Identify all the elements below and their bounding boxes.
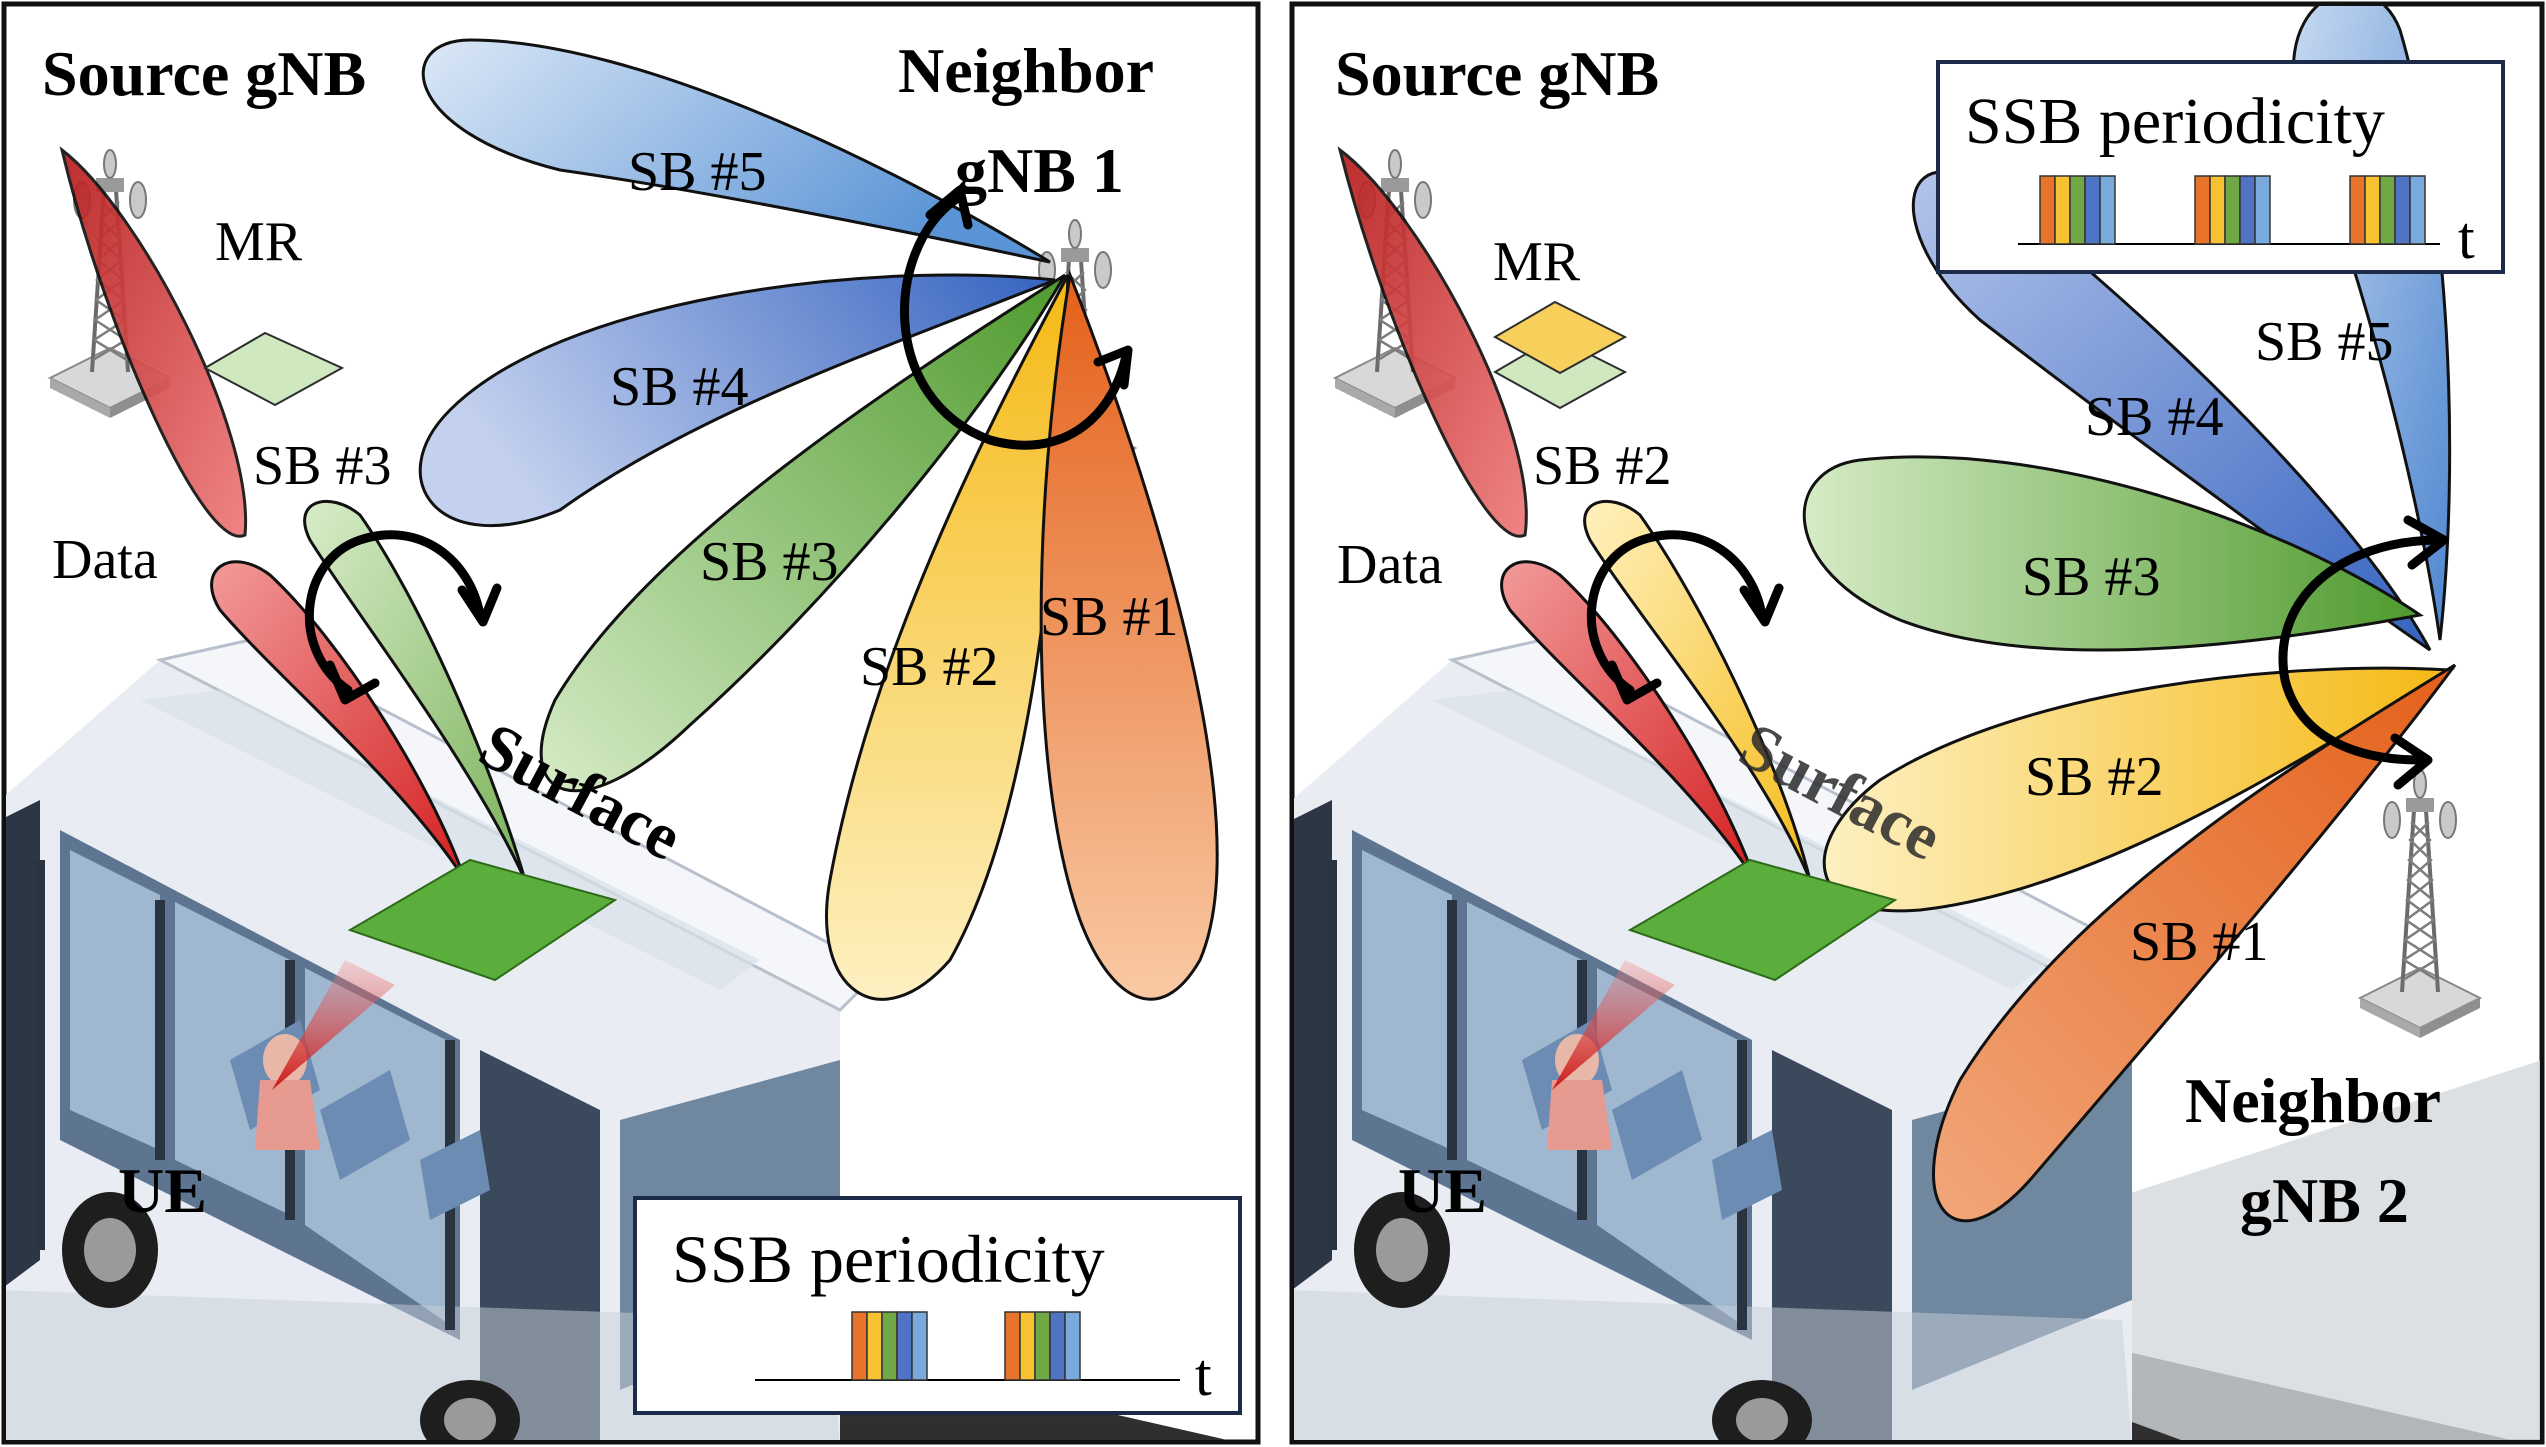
source-data-beam (1337, 146, 1528, 538)
ssb-time-label: t (1195, 1342, 1212, 1408)
neighbor-gnb-label-line1: Neighbor (2185, 1065, 2441, 1136)
panel-left: Source gNB Neighbor gNB 1 MR SB #3 Data … (1, 1, 1261, 1445)
sb4-beam (418, 273, 1056, 528)
ssb-burst-3 (2349, 175, 2426, 245)
mr-diamond (202, 331, 345, 407)
sb1-beam (1039, 269, 1219, 1001)
ssb-burst-1 (2039, 175, 2116, 245)
ssb-legend-title: SSB periodicity (672, 1221, 1105, 1297)
ue-label: UE (118, 1155, 207, 1226)
sb5-label: SB #5 (2255, 311, 2394, 373)
source-gnb-label: Source gNB (1335, 38, 1659, 109)
surface-reflected-beam (303, 499, 527, 881)
source-gnb-label: Source gNB (42, 38, 366, 109)
source-data-beam (59, 146, 248, 538)
data-label: Data (52, 529, 158, 591)
neighbor-sweep-arrow (2278, 535, 2445, 765)
sb3-label: SB #3 (700, 531, 839, 593)
neighbor-sweep-arrow (900, 195, 1130, 450)
neighbor-gnb-label-line1: Neighbor (898, 35, 1154, 106)
sb1-beam (1932, 663, 2457, 1223)
sb2-beam (1822, 666, 2455, 913)
ssb-burst-2 (1004, 1311, 1081, 1381)
mr-diamond-yellow (1492, 300, 1628, 375)
sb1-label: SB #1 (2130, 911, 2269, 973)
sb5-beam (421, 38, 1051, 264)
surface-reflected-beam (1583, 499, 1812, 881)
surface-incident-beam (210, 560, 467, 881)
sb2-label: SB #2 (2025, 746, 2164, 808)
sb4-label: SB #4 (2085, 386, 2224, 448)
ssb-legend-title: SSB periodicity (1965, 85, 2385, 158)
ssb-legend: SSB periodicity (1936, 60, 2505, 274)
data-label: Data (1337, 534, 1443, 596)
surface-to-ue-beam (1552, 960, 1675, 1090)
sb4-label: SB #4 (610, 356, 749, 418)
neighbor-gnb-label-line2: gNB 1 (955, 135, 1124, 206)
sb4-beam (1911, 170, 2432, 652)
surface-incident-beam (1500, 560, 1757, 881)
surface-beam-label: SB #2 (1533, 435, 1672, 497)
surface-to-ue-beam (272, 960, 395, 1090)
ssb-legend-box (633, 1196, 1242, 1415)
surface-sweep-arrow (304, 530, 485, 695)
neighbor-gnb-label-line2: gNB 2 (2240, 1165, 2409, 1236)
ssb-burst-1 (851, 1311, 928, 1381)
sb3-beam (1802, 455, 2424, 652)
surface-sweep-arrow (1586, 530, 1767, 695)
panel-right: Source gNB Neighbor gNB 2 MR SB #2 Data … (1289, 1, 2545, 1445)
sb2-label: SB #2 (860, 636, 999, 698)
sb3-label: SB #3 (2022, 546, 2161, 608)
ssb-burst-2 (2194, 175, 2271, 245)
mr-label: MR (215, 211, 303, 273)
ris-surface (1627, 858, 1898, 982)
mr-label: MR (1493, 231, 1581, 293)
ue-label: UE (1398, 1155, 1487, 1226)
ris-surface (347, 858, 618, 982)
sb1-label: SB #1 (1040, 586, 1179, 648)
ssb-legend: SSB periodicity t (633, 1196, 1242, 1415)
ssb-time-label: t (2458, 205, 2475, 271)
sb5-label: SB #5 (628, 141, 767, 203)
surface-beam-label: SB #3 (253, 435, 392, 497)
